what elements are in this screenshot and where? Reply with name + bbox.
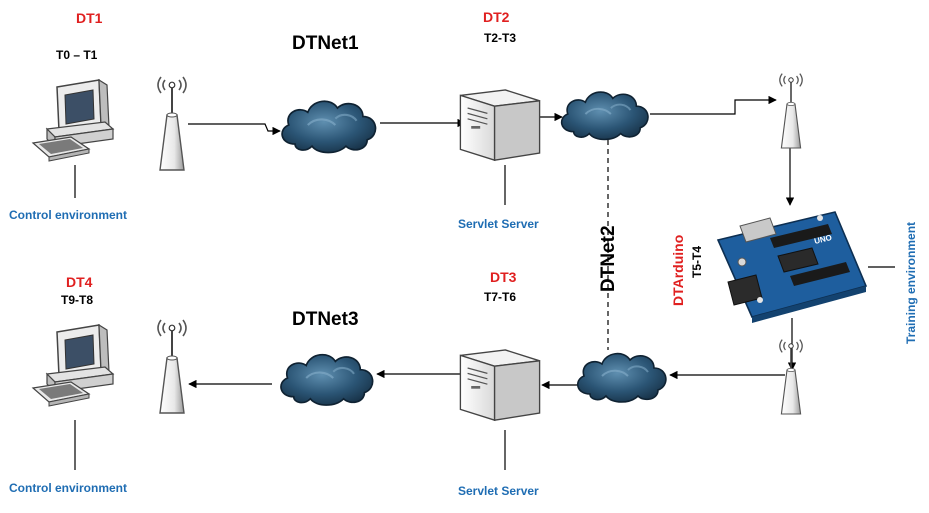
dt4-env-label: Control environment [9, 481, 128, 495]
dtnet3-cloud-icon [279, 353, 374, 407]
dt2-time-label: T2-T3 [484, 31, 517, 45]
dt1-computer-icon [32, 79, 114, 162]
dtnet1-label: DTNet1 [292, 33, 359, 54]
dtnet1-cloud-icon [280, 100, 377, 154]
dt1-time-label: T0 – T1 [56, 48, 98, 62]
dt3-title: DT3 [490, 269, 517, 285]
dtnet2-top-cloud-icon [560, 91, 650, 141]
arduino-board-icon: UNO [716, 211, 868, 323]
arduino-time-label: T5-T4 [690, 245, 704, 278]
training-env-label: Training environment [904, 221, 918, 344]
dtnet3-label: DTNet3 [292, 309, 359, 330]
dt1-antenna-icon [157, 76, 187, 171]
arduino-title: DTArduino [670, 234, 686, 306]
dt1-env-label: Control environment [9, 208, 128, 222]
dt4-title: DT4 [66, 274, 93, 290]
dt3-time-label: T7-T6 [484, 290, 517, 304]
link-cloud-tower [650, 95, 777, 115]
dt2-caption: Servlet Server [458, 217, 539, 231]
dt2-server-icon [459, 89, 541, 162]
link-dt1-net1 [188, 123, 281, 136]
arduino-top-antenna-icon [778, 72, 804, 149]
dt4-computer-icon [32, 324, 114, 407]
dt4-time-label: T9-T8 [61, 293, 94, 307]
dt3-server-icon [459, 349, 541, 422]
dtnet2-bottom-cloud-icon [576, 352, 667, 404]
dt1-title: DT1 [76, 10, 103, 26]
arduino-bottom-antenna-icon [778, 338, 804, 415]
dt4-antenna-icon [157, 319, 187, 414]
dtnet2-label: DTNet2 [598, 225, 619, 292]
arduino-board-text: UNO [813, 233, 832, 246]
dt3-caption: Servlet Server [458, 484, 539, 498]
dt2-title: DT2 [483, 9, 510, 25]
